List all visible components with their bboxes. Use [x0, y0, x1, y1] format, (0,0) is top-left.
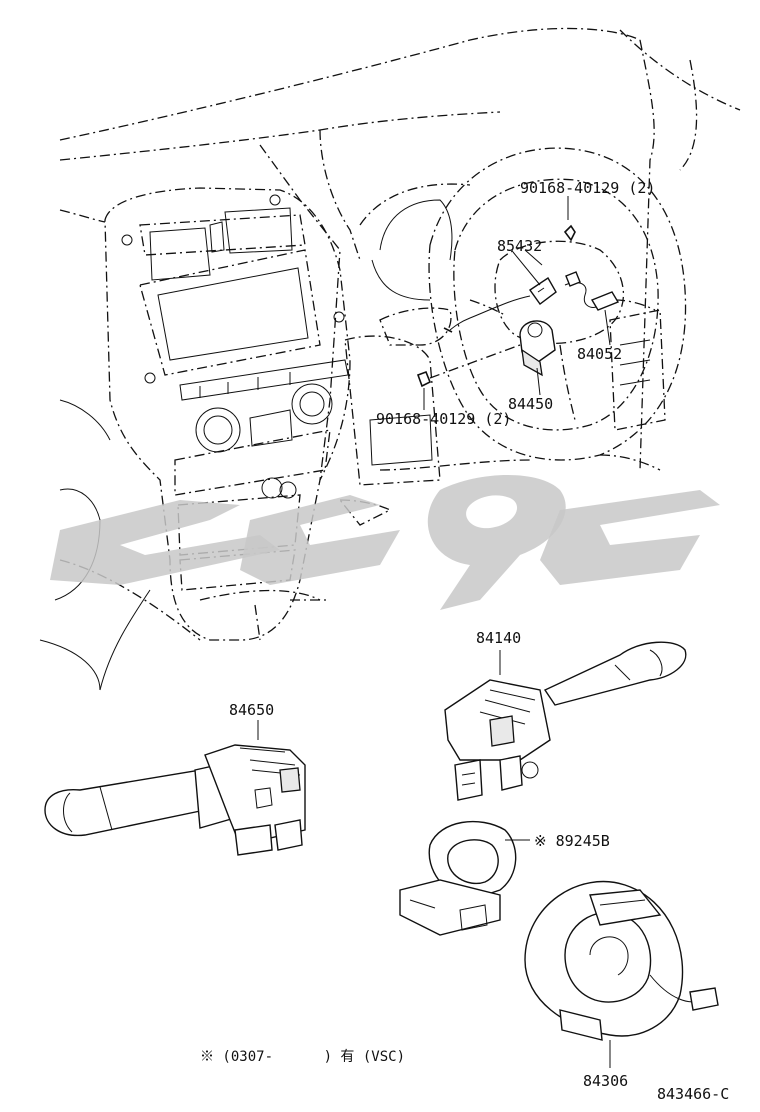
sensor-85432 [443, 249, 557, 333]
switch-84450 [519, 320, 556, 396]
switch-84650-drawing [44, 720, 306, 856]
watermark-logo [50, 475, 720, 610]
label-cable-84052: 84052 [577, 345, 622, 363]
label-spiral-84306: 84306 [583, 1072, 628, 1090]
label-sensor-85432: 85432 [497, 237, 542, 255]
leader-lines [512, 251, 541, 286]
cable-84052 [564, 271, 620, 346]
figure-code: 843466-C [657, 1085, 729, 1103]
spiral-cable-84306-drawing [524, 880, 719, 1068]
bolt-lower [416, 344, 521, 410]
label-sensor-89245b: ※ 89245B [534, 832, 610, 850]
label-bolt-lower: 90168-40129 (2) [376, 410, 511, 428]
label-bolt-upper: 90168-40129 (2) [520, 179, 655, 197]
label-switch-84450: 84450 [508, 395, 553, 413]
steering-wheel [379, 147, 687, 461]
footnote: ※ (0307- ) 有 (VSC) [200, 1049, 405, 1065]
label-switch-84650: 84650 [229, 701, 274, 719]
sensor-89245b-drawing [399, 820, 530, 936]
switch-84140-drawing [444, 641, 687, 801]
dashboard-outline [39, 27, 741, 691]
label-switch-84140: 84140 [476, 629, 521, 647]
bolt-upper [563, 196, 576, 242]
